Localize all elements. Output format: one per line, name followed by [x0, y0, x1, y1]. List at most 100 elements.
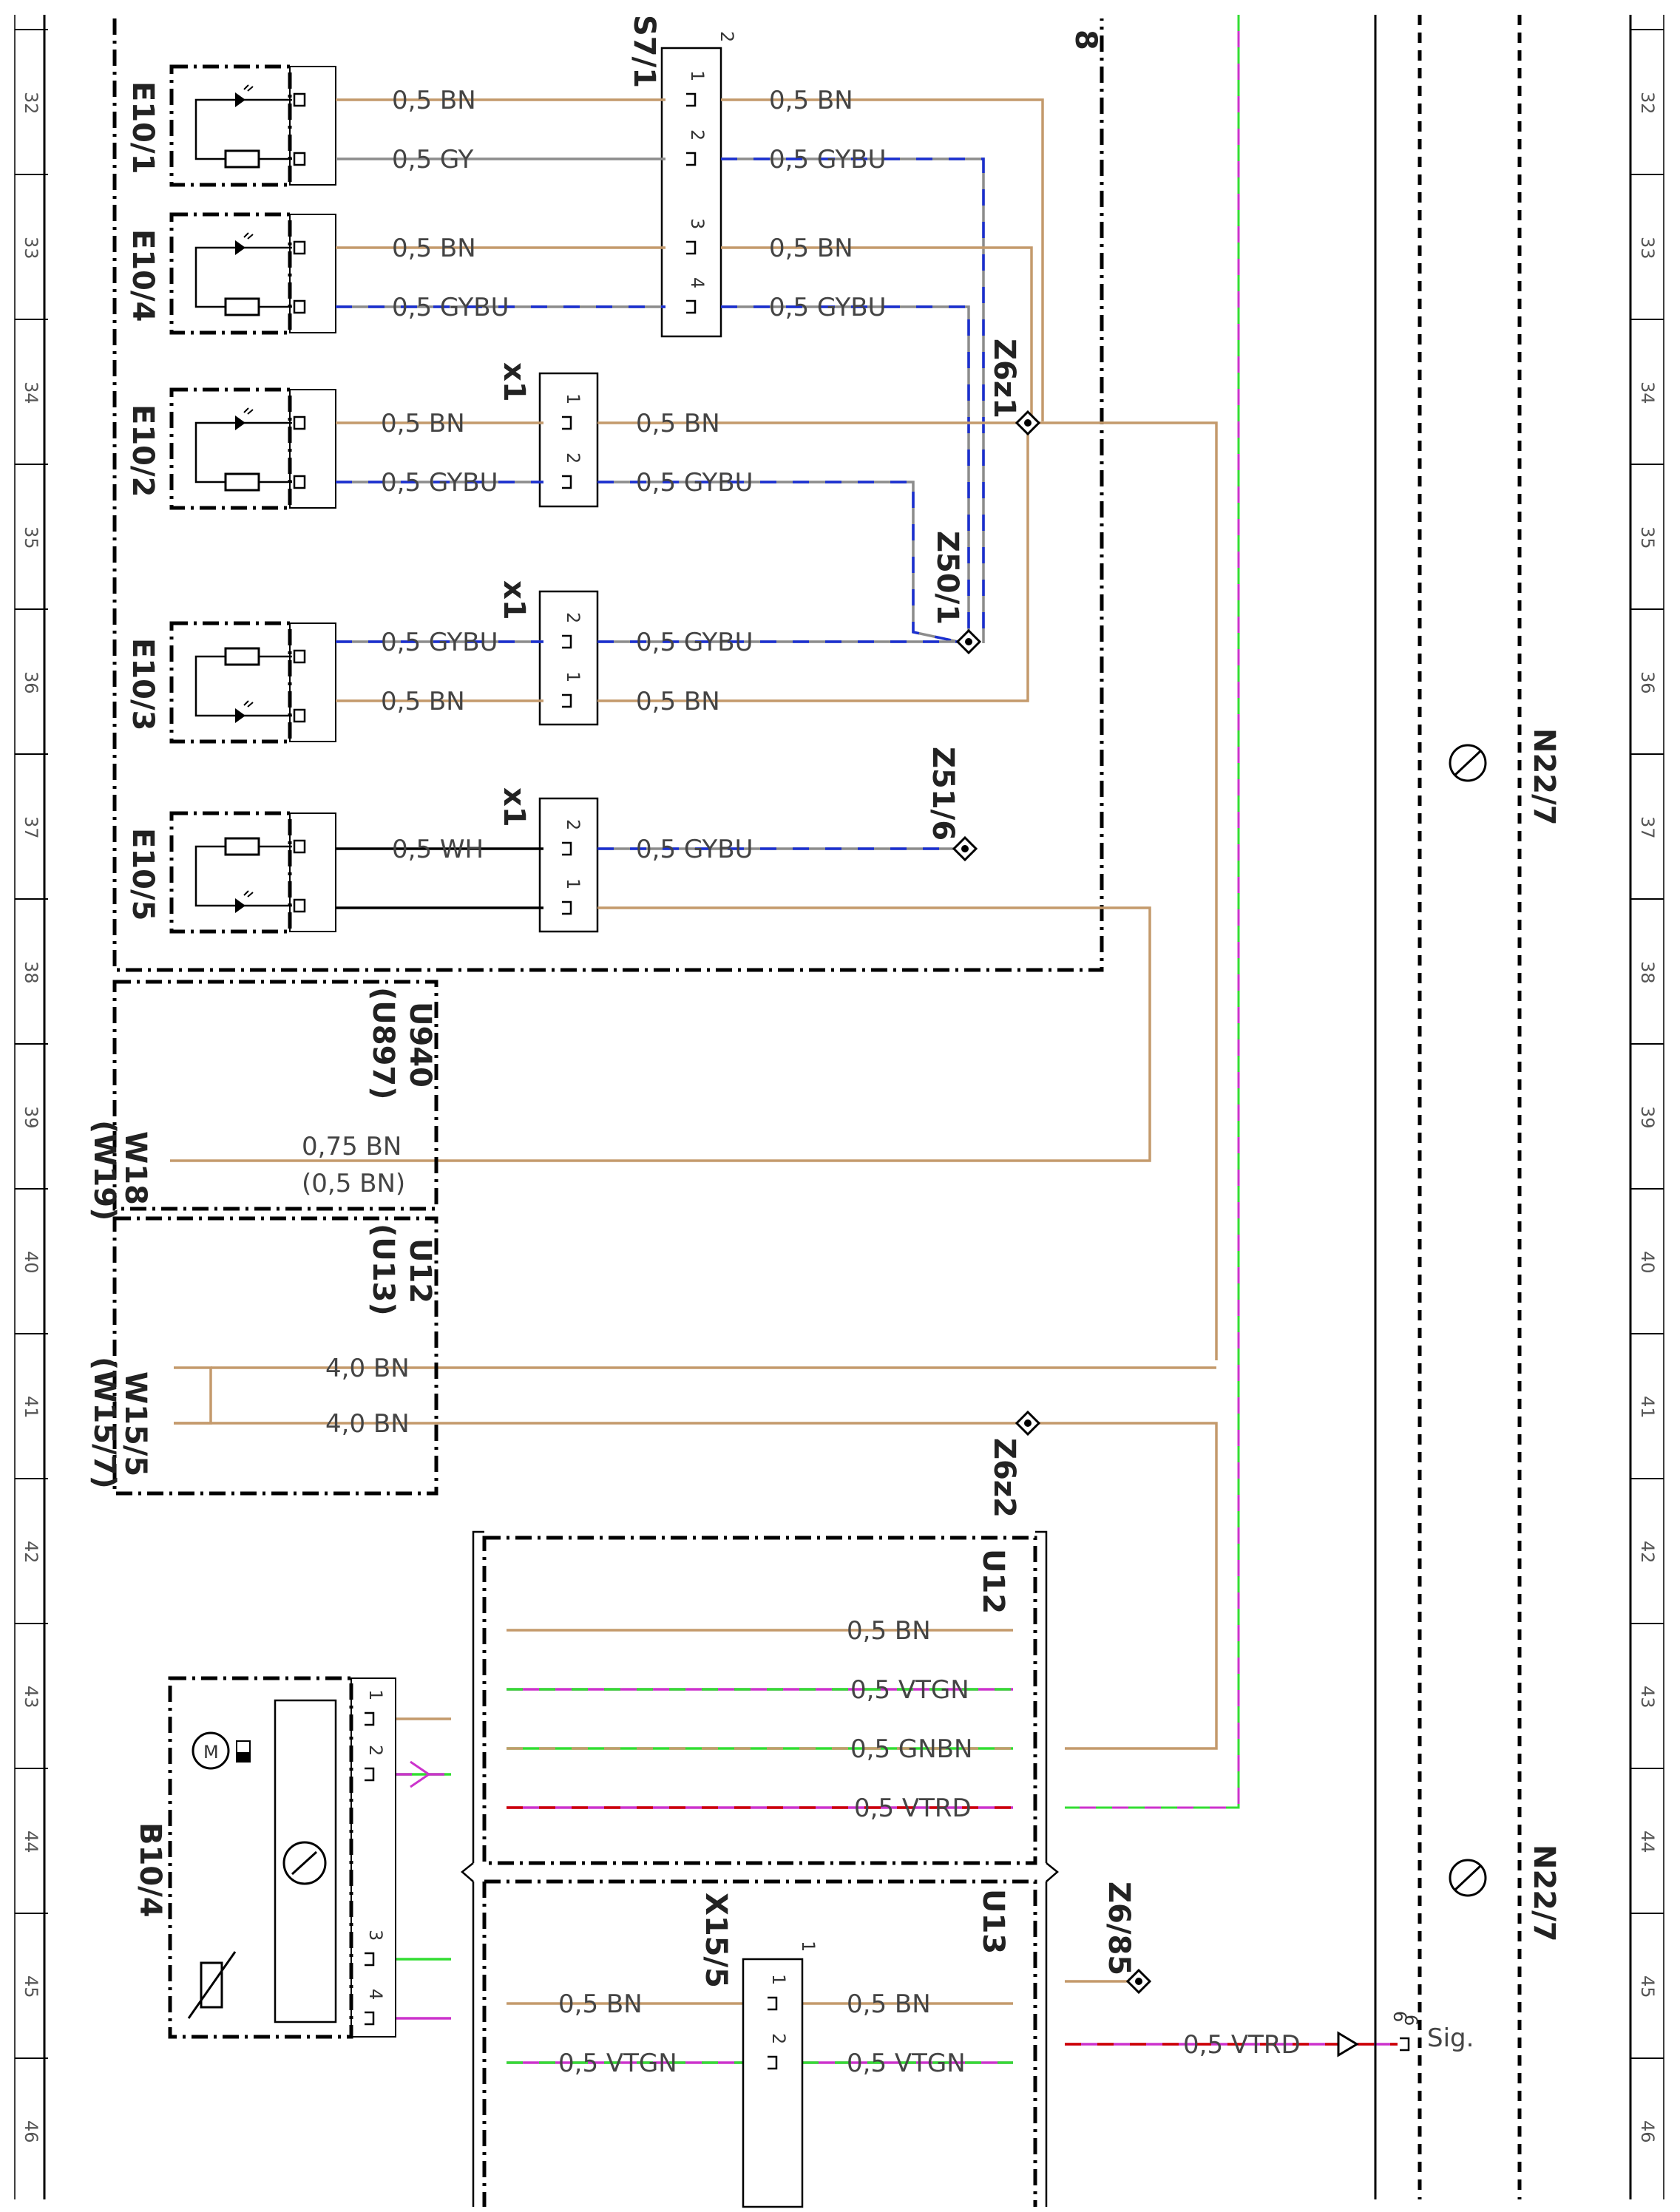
module-u940: U940 (U897) W18 (W19)	[87, 980, 438, 1221]
module-u12: U12 (U13) W15/5 (W15/7)	[87, 1216, 438, 1496]
connector-x1-a: x1	[497, 362, 599, 508]
connector-x1-c: x1	[497, 787, 599, 933]
pin-number: 1	[563, 393, 583, 404]
svg-text:M: M	[203, 1742, 219, 1763]
switch-e10-3: E10/3	[126, 621, 336, 744]
wire-label: 4,0 BN	[325, 1354, 410, 1383]
grid-row-label: 33	[21, 237, 41, 259]
wire-label: 0,5 GY	[392, 145, 474, 174]
connector-x15-5: X15/5 1	[699, 1893, 819, 2208]
svg-text:Sig.: Sig.	[1427, 2023, 1474, 2053]
grid-row-label: 43	[1637, 1686, 1658, 1709]
wire-label: 0,5 BN	[381, 687, 465, 716]
wire-label: 0,5 GYBU	[769, 293, 887, 322]
switch-e10-1: E10/1	[126, 64, 336, 187]
grid-row-label: 39	[21, 1106, 41, 1129]
control-unit-n22-7: N22/7 N22/7 6 Sig.	[1374, 15, 1561, 2199]
grid-row-label: 45	[1637, 1975, 1658, 1998]
switch-label: E10/4	[126, 229, 160, 322]
wire-label: 0,5 VTRD	[1183, 2030, 1301, 2060]
svg-text:U940: U940	[403, 1002, 437, 1088]
grid-row-label: 42	[1637, 1541, 1658, 1564]
switch-e10-2: E10/2	[126, 387, 336, 510]
svg-text:(W15/7): (W15/7)	[87, 1357, 121, 1489]
sensor-b10-4: M B10/4	[133, 1676, 396, 2039]
svg-text:6: 6	[1389, 2011, 1410, 2022]
junction-label: Z6z1	[987, 339, 1021, 418]
junction-z6z2: Z6z2	[987, 1410, 1041, 1518]
junction-z6-85: Z6/85	[1102, 1882, 1152, 1995]
grid-row-label: 40	[1637, 1251, 1658, 1274]
wire-label: 0,5 BN	[636, 409, 720, 438]
switch-e10-5: E10/5	[126, 811, 336, 934]
svg-text:(U13): (U13)	[366, 1224, 400, 1316]
junction-z50-1: Z50/1	[930, 531, 982, 655]
grid-row-label: 46	[21, 2120, 41, 2143]
svg-text:N22/7: N22/7	[1527, 1845, 1561, 1942]
wire-label: 0,5 GYBU	[636, 628, 753, 657]
svg-text:W15/5: W15/5	[118, 1371, 152, 1476]
wire-label: 0,5 BN	[392, 86, 476, 115]
grid-row-label: 40	[21, 1251, 41, 1274]
junction-label: Z50/1	[930, 531, 964, 625]
pin-number: 4	[365, 1989, 386, 2000]
pin-number: 1	[563, 878, 583, 889]
wire-label: 0,5 BN	[769, 86, 853, 115]
wire-label: 0,75 BN	[302, 1132, 402, 1161]
pin-number: 6	[1400, 2015, 1421, 2026]
grid-row-label: 41	[1637, 1396, 1658, 1419]
wire-label: 0,5 BN	[847, 1616, 931, 1646]
grid-row-label: 38	[1637, 961, 1658, 984]
switch-label: E10/3	[126, 638, 160, 730]
pin-number: 1	[768, 1974, 789, 1985]
wire-label: 0,5 BN	[392, 234, 476, 263]
wire-label: 0,5 BN	[381, 409, 465, 438]
wire-label: 0,5 VTGN	[847, 2049, 966, 2078]
wire-label: 0,5 VTRD	[854, 1794, 972, 1823]
wire-label: 0,5 GYBU	[636, 468, 753, 498]
wire-label: 0,5 VTGN	[558, 2049, 677, 2078]
upper-module-boundary	[112, 18, 1104, 972]
wire-label: 0,5 GYBU	[769, 145, 887, 174]
grid-row-label: 33	[1637, 237, 1658, 259]
grid-row-label: 34	[1637, 381, 1658, 404]
switch-e10-4: E10/4	[126, 212, 336, 335]
wire-label: 0,5 BN	[558, 1989, 643, 2019]
grid-row-label: 38	[21, 961, 41, 984]
pin-number: 2	[563, 819, 583, 830]
pin-number: 1	[687, 70, 708, 81]
wire-label: 0,5 GYBU	[636, 835, 753, 864]
wire-label: 0,5 BN	[636, 687, 720, 716]
pin-number: 4	[687, 277, 708, 288]
wire-label: 0,5 GYBU	[381, 468, 498, 498]
wire-label: 0,5 GYBU	[392, 293, 509, 322]
svg-text:(W19): (W19)	[87, 1120, 121, 1221]
wire-label: 0,5 BN	[847, 1989, 931, 2019]
grid-row-label: 45	[21, 1975, 41, 1998]
pin-number: 3	[365, 1930, 386, 1941]
svg-text:(U897): (U897)	[366, 987, 400, 1100]
pin-number: 2	[563, 612, 583, 623]
grid-row-label: 35	[21, 526, 41, 549]
grid-row-label: 32	[1637, 92, 1658, 115]
pin-number: 2	[768, 2033, 789, 2044]
svg-text:x1: x1	[497, 787, 531, 827]
grid-row-label: 46	[1637, 2120, 1658, 2143]
svg-text:U13: U13	[976, 1889, 1010, 1954]
grid-row-label: 44	[1637, 1831, 1658, 1853]
grid-row-label: 39	[1637, 1106, 1658, 1129]
wire-label: (0,5 BN)	[302, 1169, 405, 1198]
wire-label: 4,0 BN	[325, 1409, 410, 1439]
grid-row-label: 41	[21, 1396, 41, 1419]
pin-number: 3	[687, 218, 708, 229]
switch-label: E10/5	[126, 828, 160, 920]
page-ref-label: 8	[1068, 30, 1102, 50]
grid-row-label: 43	[21, 1686, 41, 1709]
svg-text:X15/5: X15/5	[699, 1893, 733, 1988]
pin-number: 2	[563, 452, 583, 464]
harness-u12: U12	[472, 1530, 1048, 1865]
wire-label: 0,5 BN	[769, 234, 853, 263]
